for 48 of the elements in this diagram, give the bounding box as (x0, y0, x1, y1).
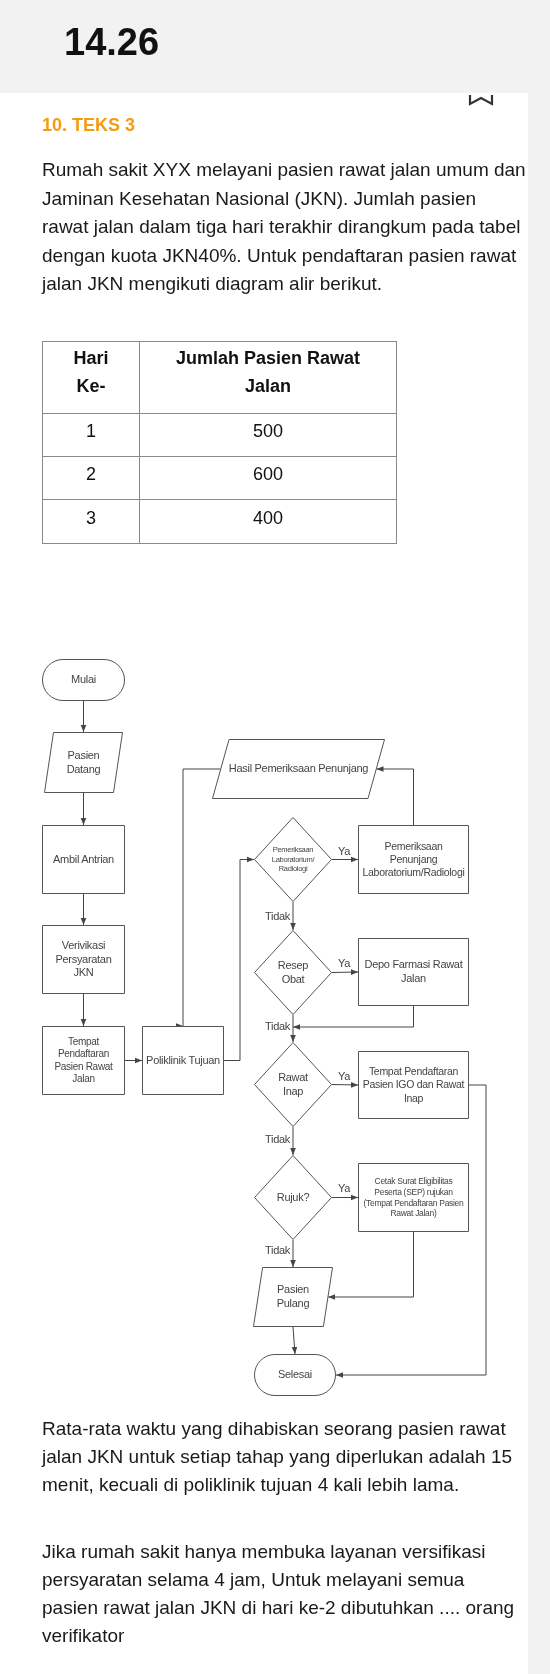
edge-label: Tidak (264, 1134, 291, 1145)
arrow (376, 766, 414, 826)
arrow (292, 1005, 414, 1030)
paragraph: Rata-rata waktu yang dihabiskan seorang pasien rawat jalan JKN untuk setiap tahap yang diperlukan adalah 15 menit, kecuali di poliklinik tujuan 4 kali lebih lama. (42, 1417, 514, 1497)
decision-diamond: Resep Obat (254, 930, 332, 1015)
page-number: 14.26 (64, 20, 161, 65)
arrow (223, 856, 255, 1061)
arrow (331, 1194, 359, 1201)
arrow (331, 856, 359, 863)
table-cell: 3 (42, 499, 140, 544)
decision-diamond: Rujuk? (254, 1155, 332, 1240)
arrow (331, 1082, 359, 1088)
arrow (291, 1326, 298, 1355)
edge-label: Ya (337, 1183, 352, 1194)
arrow (331, 969, 359, 975)
decision-diamond: Rawat Inap (254, 1042, 332, 1127)
arrow (80, 993, 87, 1027)
edge-label: Tidak (264, 1021, 291, 1032)
edge-label: Ya (337, 846, 352, 857)
arrow (290, 1014, 296, 1043)
process-box: Pemeriksaan Penunjang Laboratorium/Radiologi (358, 825, 469, 894)
process-box: Verivikasi Persyaratan JKN (42, 925, 125, 994)
arrow (124, 1057, 143, 1064)
arrow (80, 700, 87, 733)
process-box: Depo Farmasi Rawat Jalan (358, 938, 469, 1006)
process-box: Tempat Pendaftaran Pasien IGO dan Rawat Inap (358, 1051, 469, 1119)
table-header: Hari Ke- (42, 341, 140, 414)
edge-label: Ya (337, 1071, 352, 1082)
edge-label: Ya (337, 958, 352, 969)
table-cell: 400 (139, 499, 397, 544)
arrow (290, 1239, 296, 1268)
data-parallelogram: Hasil Pemeriksaan Penunjang (212, 739, 385, 799)
process-box: Cetak Surat Eligibilitas Peserta (SEP) rujukan (Tempat Pendaftaran Pasien Rawat Jalan) (358, 1163, 469, 1232)
edge-label: Tidak (264, 1245, 291, 1256)
paragraph: Jika rumah sakit hanya membuka layanan versifikasi persyaratan selama 4 jam, Untuk melayani semua pasien rawat jalan JKN di hari ke-2 dibutuhkan .... orang verifikator (42, 1540, 516, 1648)
paragraph: Rumah sakit XYX melayani pasien rawat jalan umum dan Jaminan Kesehatan Nasional (JKN). Jumlah pasien rawat jalan dalam tiga hari terakhir dirangkum pada tabel dengan kuota JKN40%. Untuk pendaftaran pasien rawat jalan JKN mengikuti diagram alir berikut. (42, 158, 526, 296)
edge-label: Tidak (264, 911, 291, 922)
process-box: Ambil Antrian (42, 825, 125, 894)
table-header: Jumlah Pasien Rawat Jalan (139, 341, 397, 414)
section-heading: 10. TEKS 3 (42, 115, 137, 137)
process-box: Poliklinik Tujuan (142, 1026, 224, 1095)
arrow (80, 893, 87, 926)
arrow (335, 1084, 487, 1378)
arrow (290, 1126, 296, 1156)
arrow (327, 1231, 414, 1300)
arrow (290, 901, 296, 931)
process-box: Tempat Pendaftaran Pasien Rawat Jalan (42, 1026, 125, 1095)
arrow (80, 792, 87, 826)
